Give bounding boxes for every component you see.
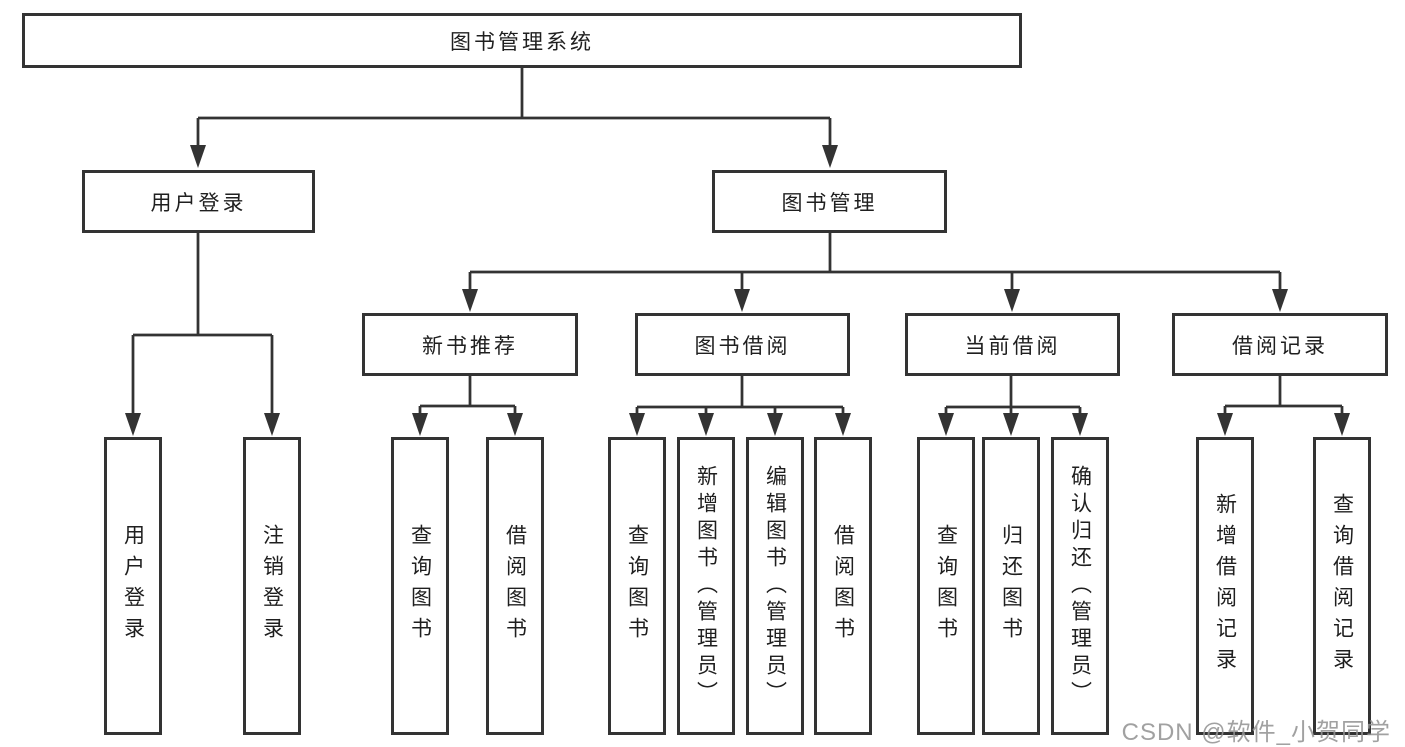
leaf-user-login-label: 用户登录 — [121, 524, 145, 648]
node-book-borrow: 图书借阅 — [635, 313, 850, 376]
leaf-confirm-return-admin: 确认归还（管理员） — [1051, 437, 1109, 735]
leaf-query-books-recommend: 查询图书 — [391, 437, 449, 735]
node-current-borrow: 当前借阅 — [905, 313, 1120, 376]
leaf-edit-book-admin: 编辑图书（管理员） — [746, 437, 804, 735]
arrowheads — [125, 145, 1350, 436]
node-root-label: 图书管理系统 — [450, 30, 594, 54]
node-new-book-recommend-label: 新书推荐 — [422, 334, 518, 358]
node-borrow-records: 借阅记录 — [1172, 313, 1388, 376]
leaf-borrow-books-label: 借阅图书 — [831, 524, 855, 648]
leaf-query-books-borrow: 查询图书 — [608, 437, 666, 735]
watermark: CSDN @软件_小贺同学 — [1121, 719, 1391, 746]
leaf-query-books-current-label: 查询图书 — [934, 524, 958, 648]
leaf-confirm-return-admin-label: 确认归还（管理员） — [1068, 464, 1092, 708]
leaf-add-borrow-record-label: 新增借阅记录 — [1213, 493, 1237, 679]
leaf-query-books-recommend-label: 查询图书 — [408, 524, 432, 648]
connector-book-borrow-children — [635, 376, 845, 414]
leaf-borrow-books-recommend-label: 借阅图书 — [503, 524, 527, 648]
connector-borrow-records-children — [1223, 376, 1344, 414]
leaf-return-books-label: 归还图书 — [999, 524, 1023, 648]
connector-root-to-level2 — [196, 68, 832, 146]
connector-new-book-children — [418, 376, 517, 414]
node-book-borrow-label: 图书借阅 — [694, 334, 791, 358]
leaf-return-books: 归还图书 — [982, 437, 1040, 735]
leaf-borrow-books-recommend: 借阅图书 — [486, 437, 544, 735]
leaf-add-borrow-record: 新增借阅记录 — [1196, 437, 1254, 735]
node-borrow-records-label: 借阅记录 — [1232, 334, 1328, 358]
leaf-user-login: 用户登录 — [104, 437, 162, 735]
connector-current-borrow-children — [944, 376, 1082, 414]
leaf-logout-label: 注销登录 — [260, 524, 284, 648]
leaf-query-borrow-record: 查询借阅记录 — [1313, 437, 1371, 735]
node-user-login-label: 用户登录 — [150, 191, 247, 215]
leaf-borrow-books: 借阅图书 — [814, 437, 872, 735]
leaf-add-book-admin-label: 新增图书（管理员） — [694, 464, 718, 708]
node-user-login: 用户登录 — [82, 170, 315, 233]
node-book-management: 图书管理 — [712, 170, 947, 233]
leaf-edit-book-admin-label: 编辑图书（管理员） — [763, 464, 787, 708]
connector-book-management-children — [468, 233, 1282, 290]
leaf-query-books-borrow-label: 查询图书 — [625, 524, 649, 648]
node-book-management-label: 图书管理 — [781, 191, 878, 215]
leaf-logout: 注销登录 — [243, 437, 301, 735]
node-current-borrow-label: 当前借阅 — [964, 334, 1061, 358]
connector-user-login-children — [131, 233, 274, 414]
leaf-query-books-current: 查询图书 — [917, 437, 975, 735]
leaf-add-book-admin: 新增图书（管理员） — [677, 437, 735, 735]
leaf-query-borrow-record-label: 查询借阅记录 — [1330, 493, 1354, 679]
node-new-book-recommend: 新书推荐 — [362, 313, 578, 376]
node-root: 图书管理系统 — [22, 13, 1022, 68]
